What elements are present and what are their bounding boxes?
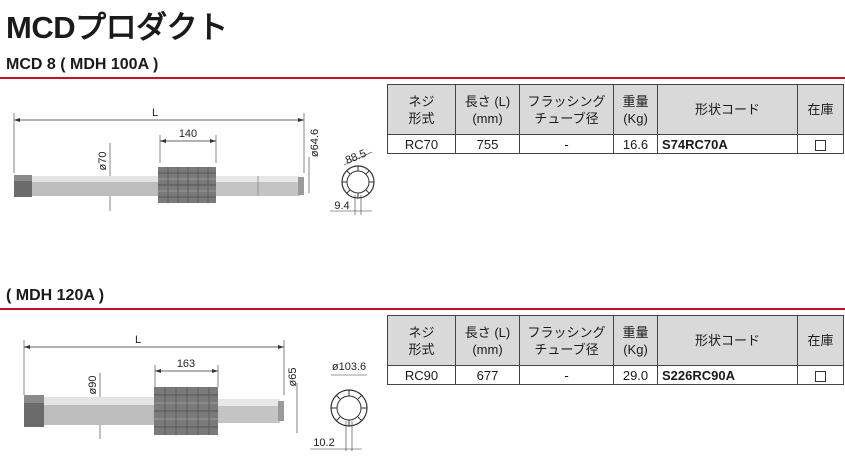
table-header-row: ネジ形式 長さ (L)(mm) フラッシングチューブ径 重量(Kg) 形状コード… (387, 84, 844, 135)
cell-stock (797, 365, 844, 385)
shank-diameter-label: ø70 (97, 152, 109, 171)
cell-length: 677 (455, 365, 520, 385)
stock-checkbox[interactable] (815, 139, 826, 151)
spline-length-label: 163 (177, 358, 195, 370)
cell-weight: 16.6 (613, 134, 658, 154)
cell-length: 755 (455, 134, 520, 154)
cell-thread: RC90 (387, 365, 456, 385)
cell-code: S226RC90A (657, 365, 798, 385)
table-row: RC90 677 - 29.0 S226RC90A (387, 365, 844, 385)
section-divider (0, 77, 845, 79)
end-diameter-label: ø65 (287, 368, 299, 387)
col-flushing-tube: フラッシングチューブ径 (519, 315, 614, 366)
section-title: ( MDH 120A ) (6, 287, 105, 304)
cell-stock (797, 134, 844, 154)
spec-table: ネジ形式 長さ (L)(mm) フラッシングチューブ径 重量(Kg) 形状コード… (387, 84, 844, 154)
flushing-hole-label: 9.4 (334, 200, 349, 212)
shank-rod-drawing: L 140 ø70 ø64.6 (0, 85, 390, 235)
cell-flushing-tube: - (519, 134, 614, 154)
bit-diameter-label: ø103.6 (332, 361, 366, 373)
shank-rod-drawing: L 163 ø90 ø65 (0, 315, 390, 459)
bit-diameter-label: 88.5 (344, 148, 368, 167)
table-row: RC70 755 - 16.6 S74RC70A (387, 134, 844, 154)
stock-checkbox[interactable] (815, 370, 826, 382)
table-header-row: ネジ形式 長さ (L)(mm) フラッシングチューブ径 重量(Kg) 形状コード… (387, 315, 844, 366)
cell-weight: 29.0 (613, 365, 658, 385)
cell-code: S74RC70A (657, 134, 798, 154)
flushing-hole-label: 10.2 (313, 437, 334, 449)
col-flushing-tube: フラッシングチューブ径 (519, 84, 614, 135)
spec-table: ネジ形式 長さ (L)(mm) フラッシングチューブ径 重量(Kg) 形状コード… (387, 315, 844, 385)
shank-diameter-label: ø90 (87, 376, 99, 395)
end-diameter-label: ø64.6 (309, 129, 321, 157)
length-label: L (135, 334, 141, 346)
spline-end-view: 88.5 9.4 (330, 148, 375, 215)
section-title: MCD 8 ( MDH 100A ) (6, 56, 159, 73)
col-weight: 重量(Kg) (613, 84, 658, 135)
col-code: 形状コード (657, 315, 798, 366)
cell-flushing-tube: - (519, 365, 614, 385)
col-thread: ネジ形式 (387, 315, 456, 366)
length-label: L (152, 107, 158, 119)
col-stock: 在庫 (797, 84, 844, 135)
col-thread: ネジ形式 (387, 84, 456, 135)
col-length: 長さ (L)(mm) (455, 315, 520, 366)
col-length: 長さ (L)(mm) (455, 84, 520, 135)
col-code: 形状コード (657, 84, 798, 135)
spline-length-label: 140 (179, 128, 197, 140)
col-weight: 重量(Kg) (613, 315, 658, 366)
spline-end-view: ø103.6 10.2 (310, 361, 368, 451)
page-title: MCDプロダクト (6, 10, 228, 45)
col-stock: 在庫 (797, 315, 844, 366)
cell-thread: RC70 (387, 134, 456, 154)
section-divider (0, 308, 845, 310)
